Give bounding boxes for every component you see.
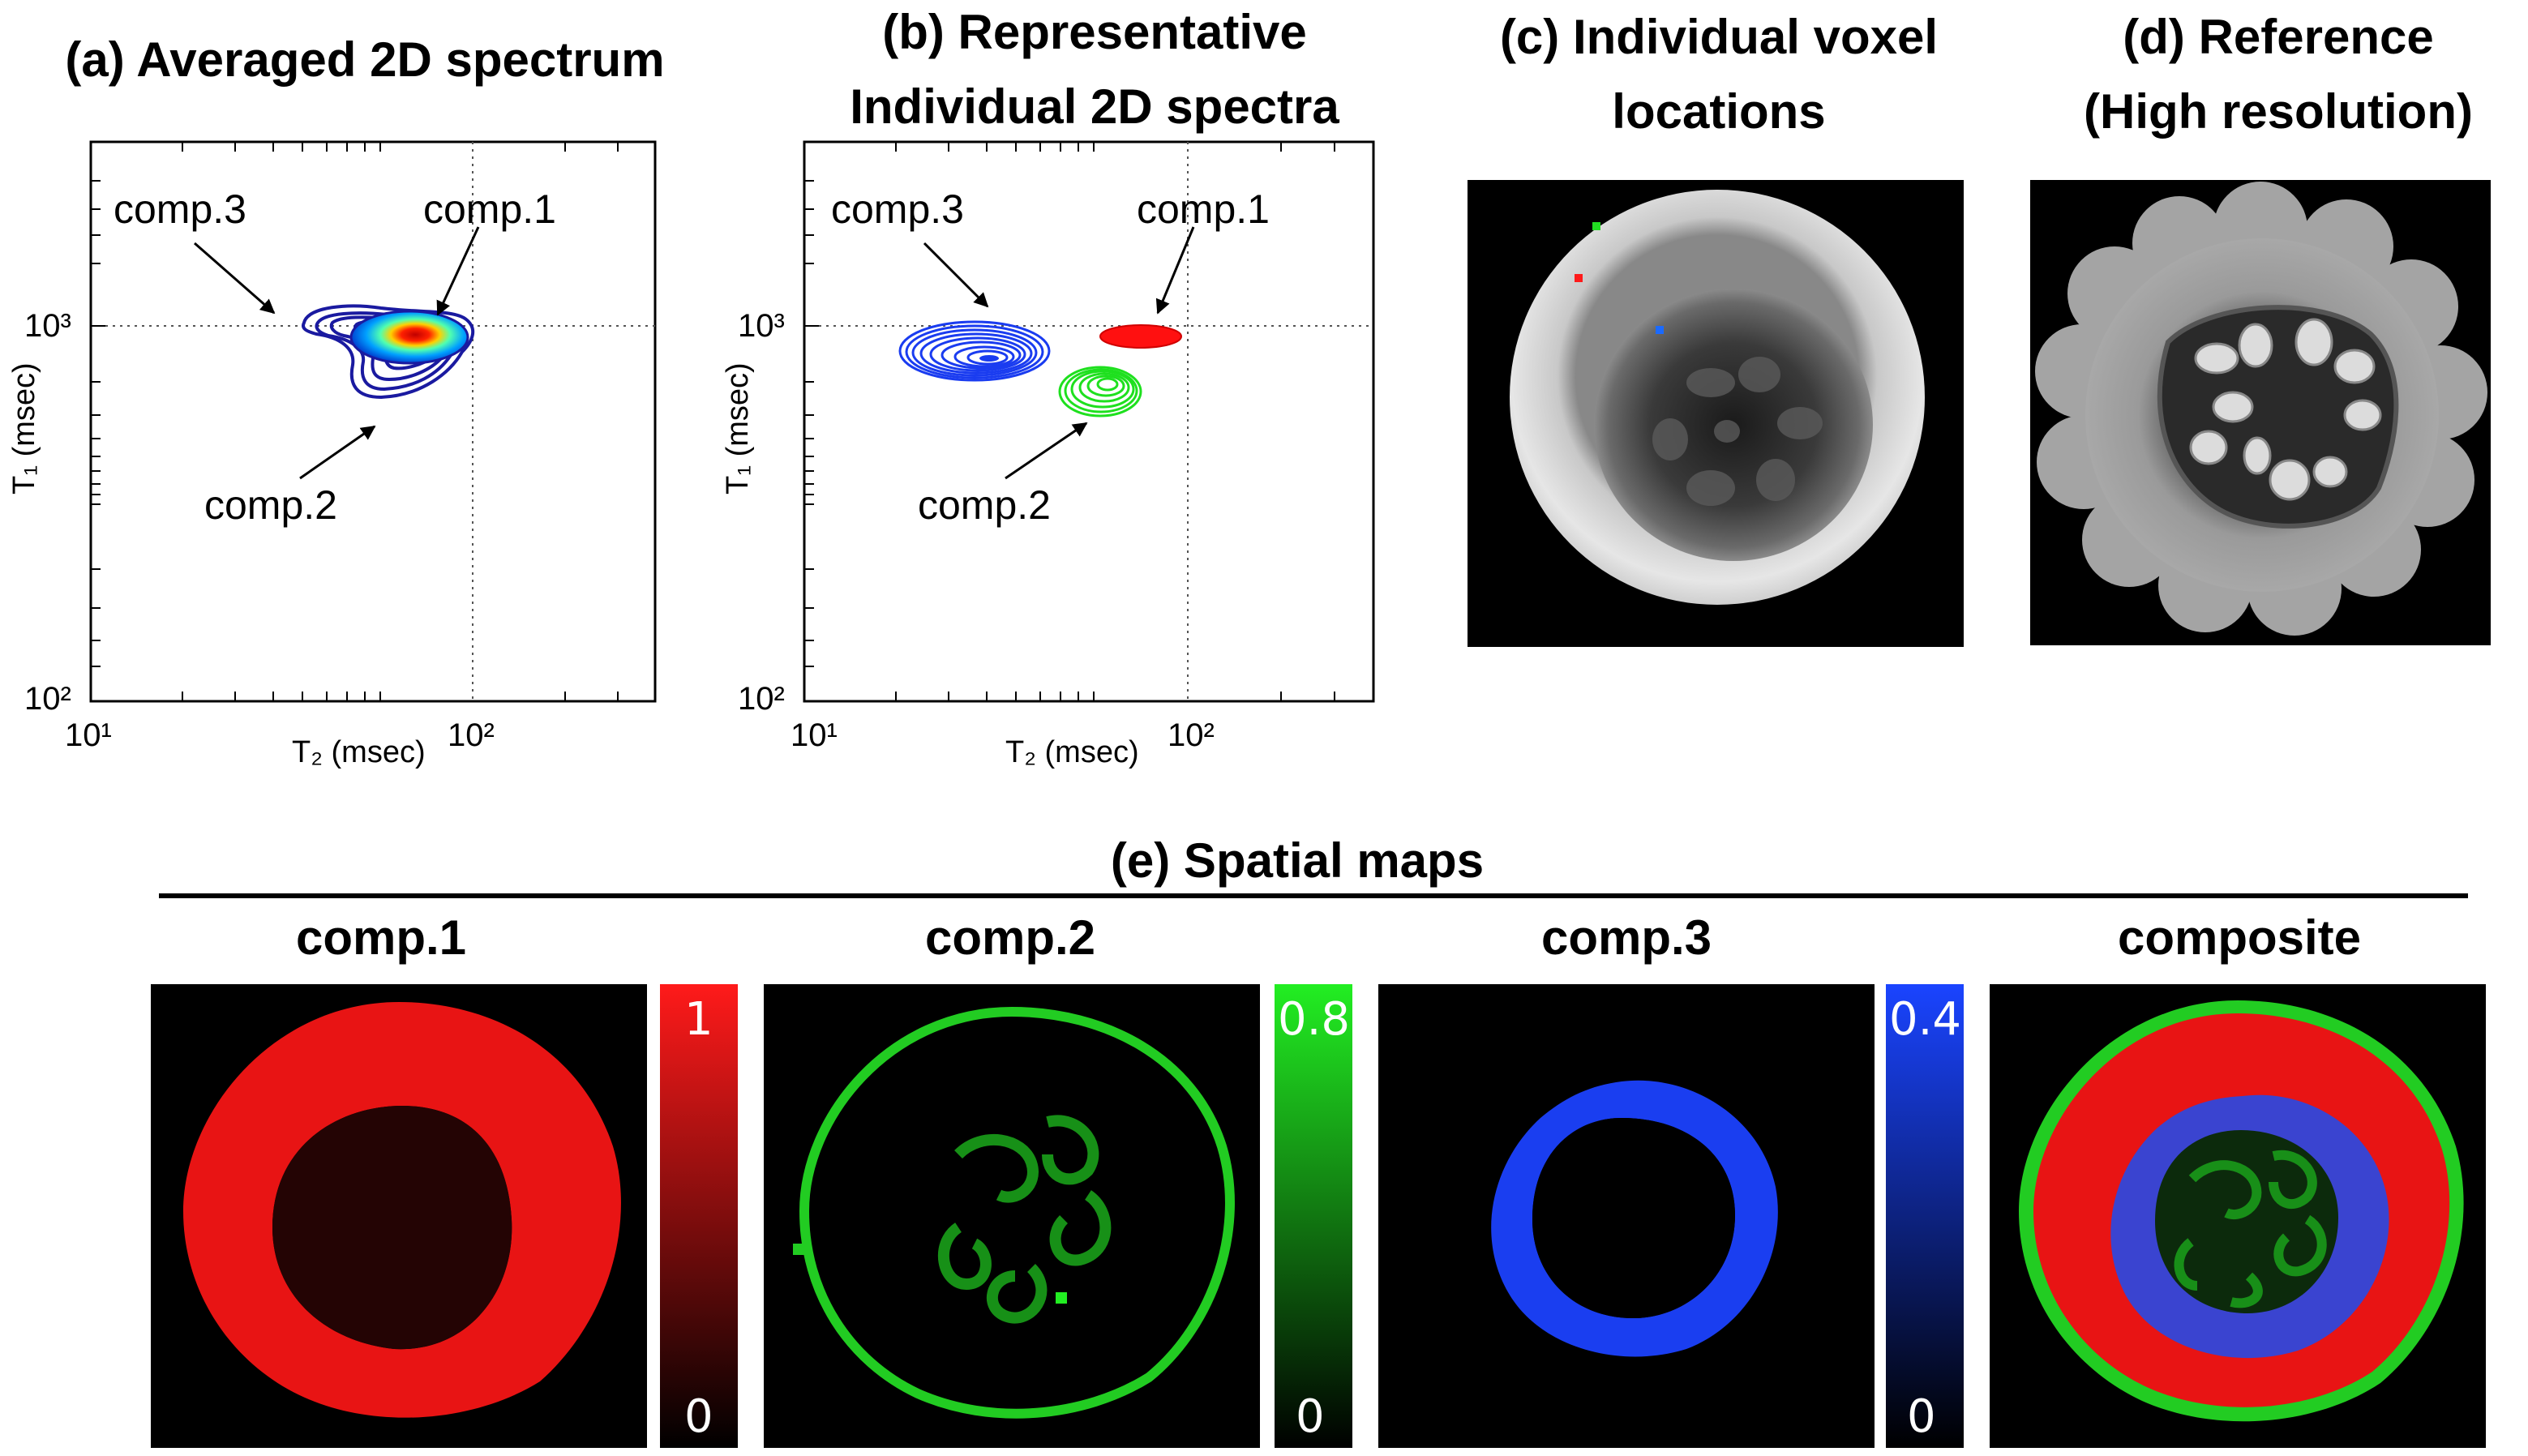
comp1-contours [1099, 324, 1182, 349]
colorbar-comp3: 0.4 0 [1886, 984, 1964, 1448]
y-tick-1000: 10³ [24, 308, 71, 344]
label-comp2: comp.2 [918, 482, 1051, 528]
comp2-hot-voxel [1056, 1292, 1067, 1304]
panel-d-title: (d) Reference (High resolution) [2011, 0, 2528, 149]
panel-c-voxel-image [1468, 180, 1964, 647]
x-axis-label: T₂ (msec) [292, 735, 426, 769]
panel-d-title-line2: (High resolution) [2084, 84, 2473, 139]
panel-a-title: (a) Averaged 2D spectrum [65, 32, 665, 87]
x-tick-100: 10² [448, 717, 495, 753]
voxel-marker-blue [1656, 326, 1664, 334]
panel-b-spectra: comp.1 comp.2 comp.3 10³ 10² 10¹ 10² T₂ … [721, 140, 1375, 769]
panel-b-title: (b) Representative Individual 2D spectra [762, 0, 1427, 144]
comp3-ring [1491, 1080, 1778, 1357]
comp2-edge-voxel [793, 1244, 804, 1255]
colorbar-comp2: 0.8 0 [1275, 984, 1352, 1448]
panel-e-title: (e) Spatial maps [1110, 833, 1485, 888]
comp1-ring [183, 1002, 621, 1418]
y-axis-label: T₁ (msec) [7, 362, 41, 495]
voxel-marker-red [1575, 274, 1583, 282]
colorbar-gradient [660, 984, 738, 1448]
map-comp3 [1378, 984, 1875, 1448]
panel-b-title-line2: Individual 2D spectra [850, 79, 1339, 134]
map-title-composite: composite [2117, 910, 2362, 965]
y-tick-100: 10² [24, 681, 71, 717]
comp3-core [1532, 1118, 1735, 1319]
seed-texture [1652, 357, 1823, 506]
map-composite [1990, 984, 2486, 1448]
arrow-comp3 [923, 242, 989, 308]
comp2-contours [1058, 366, 1142, 418]
y-axis-label: T₁ (msec) [721, 362, 755, 495]
label-comp3: comp.3 [114, 186, 246, 232]
colorbar-gradient [1886, 984, 1964, 1448]
x-tick-10: 10¹ [65, 717, 112, 753]
map-comp1 [151, 984, 647, 1448]
label-comp2: comp.2 [204, 482, 337, 528]
x-minor-ticks [895, 142, 1335, 701]
colorbar-gradient [1275, 984, 1352, 1448]
panel-b-title-line1: (b) Representative [882, 5, 1307, 59]
y-minor-ticks [91, 180, 105, 667]
comp2-outer-ring [799, 1006, 1235, 1419]
panel-c-title: (c) Individual voxel locations [1427, 0, 2011, 149]
comp3-core [979, 355, 999, 362]
panel-e-divider [159, 893, 2468, 898]
map-title-comp1: comp.1 [295, 910, 467, 965]
arrow-comp2 [299, 425, 376, 480]
map-title-comp2: comp.2 [924, 910, 1096, 965]
x-axis-label: T₂ (msec) [1005, 735, 1139, 769]
x-minor-ticks [182, 142, 619, 701]
colorbar-min: 0 [1907, 1390, 1936, 1443]
x-tick-10: 10¹ [791, 717, 838, 753]
panel-c-title-line2: locations [1612, 84, 1826, 139]
panel-c-title-line1: (c) Individual voxel [1499, 10, 1939, 64]
label-comp1: comp.1 [423, 186, 556, 232]
colorbar-comp1: 1 0 [660, 984, 738, 1448]
comp3-contours [898, 320, 1051, 382]
arrow-comp1 [1155, 226, 1195, 315]
colorbar-min: 0 [684, 1390, 713, 1443]
averaged-spectrum-peak [349, 310, 469, 365]
colorbar-max: 0.8 [1278, 993, 1350, 1046]
arrow-comp3 [194, 242, 276, 315]
map-comp2 [764, 984, 1260, 1448]
composite-core-pattern [2174, 1150, 2327, 1308]
axes-box [89, 140, 657, 703]
voxel-marker-green [1592, 222, 1600, 230]
arrow-comp1 [436, 226, 480, 316]
comp1-core-dim [272, 1106, 512, 1350]
x-tick-100: 10² [1168, 717, 1215, 753]
map-background [764, 984, 1260, 1448]
panel-d-reference-image [2030, 180, 2491, 645]
y-tick-100: 10² [738, 681, 785, 717]
panel-d-title-line1: (d) Reference [2123, 10, 2434, 64]
axes-box [803, 140, 1375, 703]
label-comp3: comp.3 [831, 186, 964, 232]
comp2-core-pattern [938, 1115, 1112, 1324]
seeds [2189, 318, 2382, 501]
arrow-comp2 [1005, 422, 1088, 480]
y-minor-ticks [804, 180, 819, 667]
map-title-comp3: comp.3 [1540, 910, 1712, 965]
colorbar-min: 0 [1296, 1390, 1325, 1443]
label-comp1: comp.1 [1137, 186, 1270, 232]
colorbar-max: 1 [684, 993, 713, 1046]
y-tick-1000: 10³ [738, 308, 785, 344]
panel-a-spectrum: comp.1 comp.2 comp.3 10³ 10² 10¹ 10² T₂ … [7, 140, 657, 769]
colorbar-max: 0.4 [1889, 993, 1961, 1046]
